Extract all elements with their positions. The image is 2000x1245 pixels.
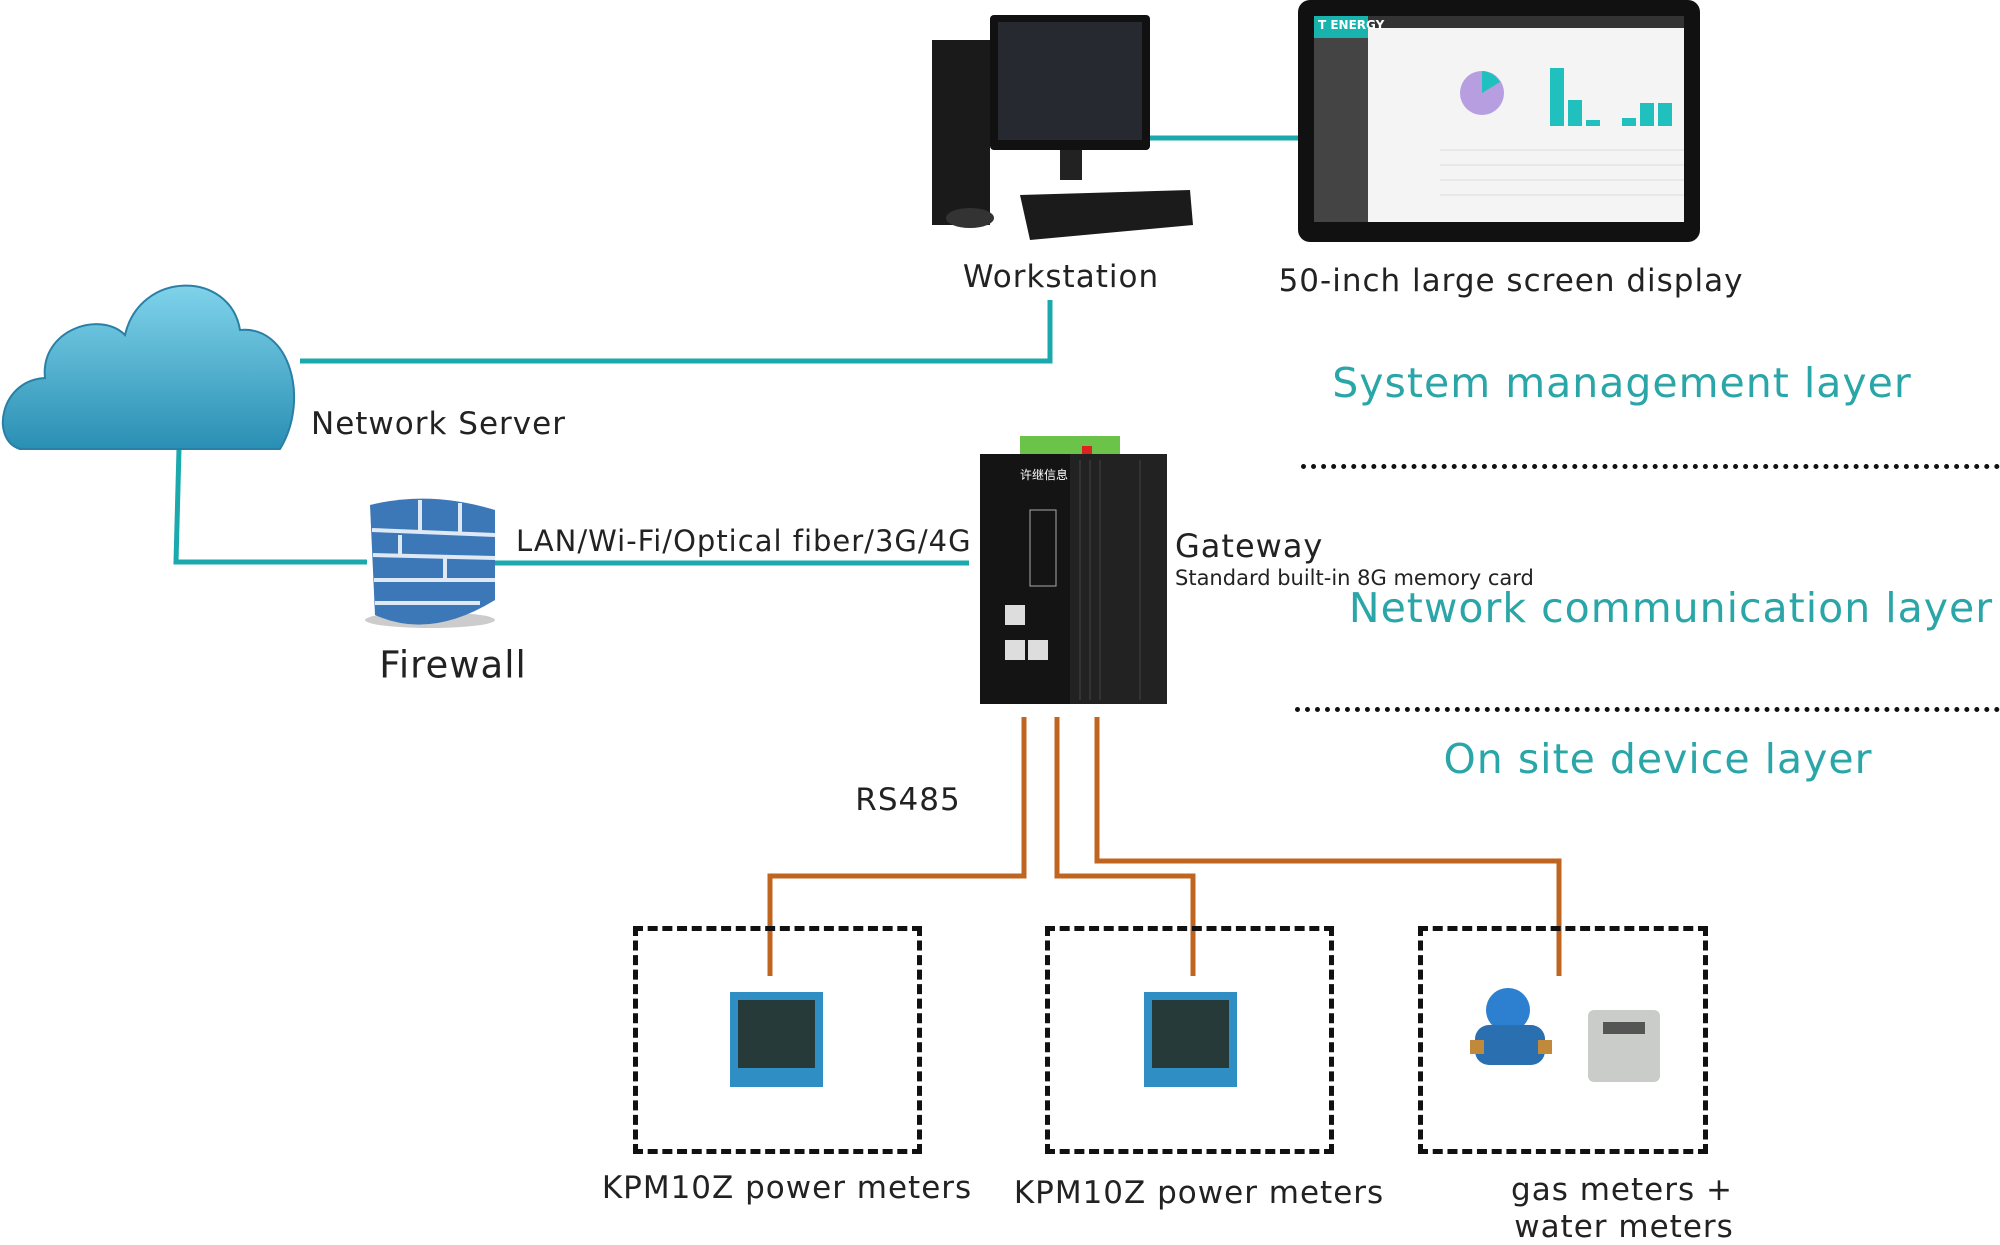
device-label-3-line1: gas meters +	[1511, 1172, 1733, 1208]
rs485-label: RS485	[855, 782, 961, 818]
large-screen-display	[1298, 0, 1700, 242]
rs485-line-3	[1094, 717, 1562, 976]
workstation-label: Workstation	[962, 259, 1160, 295]
gateway-device	[980, 436, 1167, 704]
display-label: 50-inch large screen display	[1278, 263, 1744, 299]
power-meter-icon-1	[730, 992, 823, 1087]
gateway-brand: 许继信息	[1020, 468, 1069, 482]
power-meter-icon-2	[1144, 992, 1237, 1087]
layer-divider-1	[1301, 464, 2000, 469]
device-box-2	[1045, 926, 1334, 1154]
cloud-firewall-line	[173, 448, 367, 565]
gateway-label: Gateway	[1175, 527, 1324, 565]
link-type-label: LAN/Wi-Fi/Optical fiber/3G/4G	[516, 524, 972, 558]
network-communication-layer-label: Network communication layer	[1348, 584, 1994, 632]
display-screen-brand: T ENERGY	[1318, 18, 1385, 32]
device-label-3-line2: water meters	[1514, 1209, 1734, 1245]
device-box-3	[1418, 926, 1708, 1154]
device-label-2: KPM10Z power meters	[1013, 1175, 1385, 1211]
gas-meter-icon	[1588, 1010, 1660, 1082]
cloud-workstation-line	[300, 300, 1053, 364]
gateway-sublabel: Standard built-in 8G memory card	[1175, 566, 1534, 590]
firewall-icon	[365, 498, 496, 628]
device-box-1	[633, 926, 922, 1154]
water-meter-icon	[1470, 988, 1552, 1065]
system-management-layer-label: System management layer	[1332, 359, 1912, 407]
cloud-icon	[1, 284, 295, 450]
workstation-icon	[932, 15, 1193, 240]
layer-divider-2	[1295, 707, 2000, 712]
firewall-label: Firewall	[379, 643, 527, 687]
network-server-label: Network Server	[311, 406, 566, 442]
device-label-1: KPM10Z power meters	[601, 1170, 973, 1206]
on-site-device-layer-label: On site device layer	[1443, 735, 1873, 783]
